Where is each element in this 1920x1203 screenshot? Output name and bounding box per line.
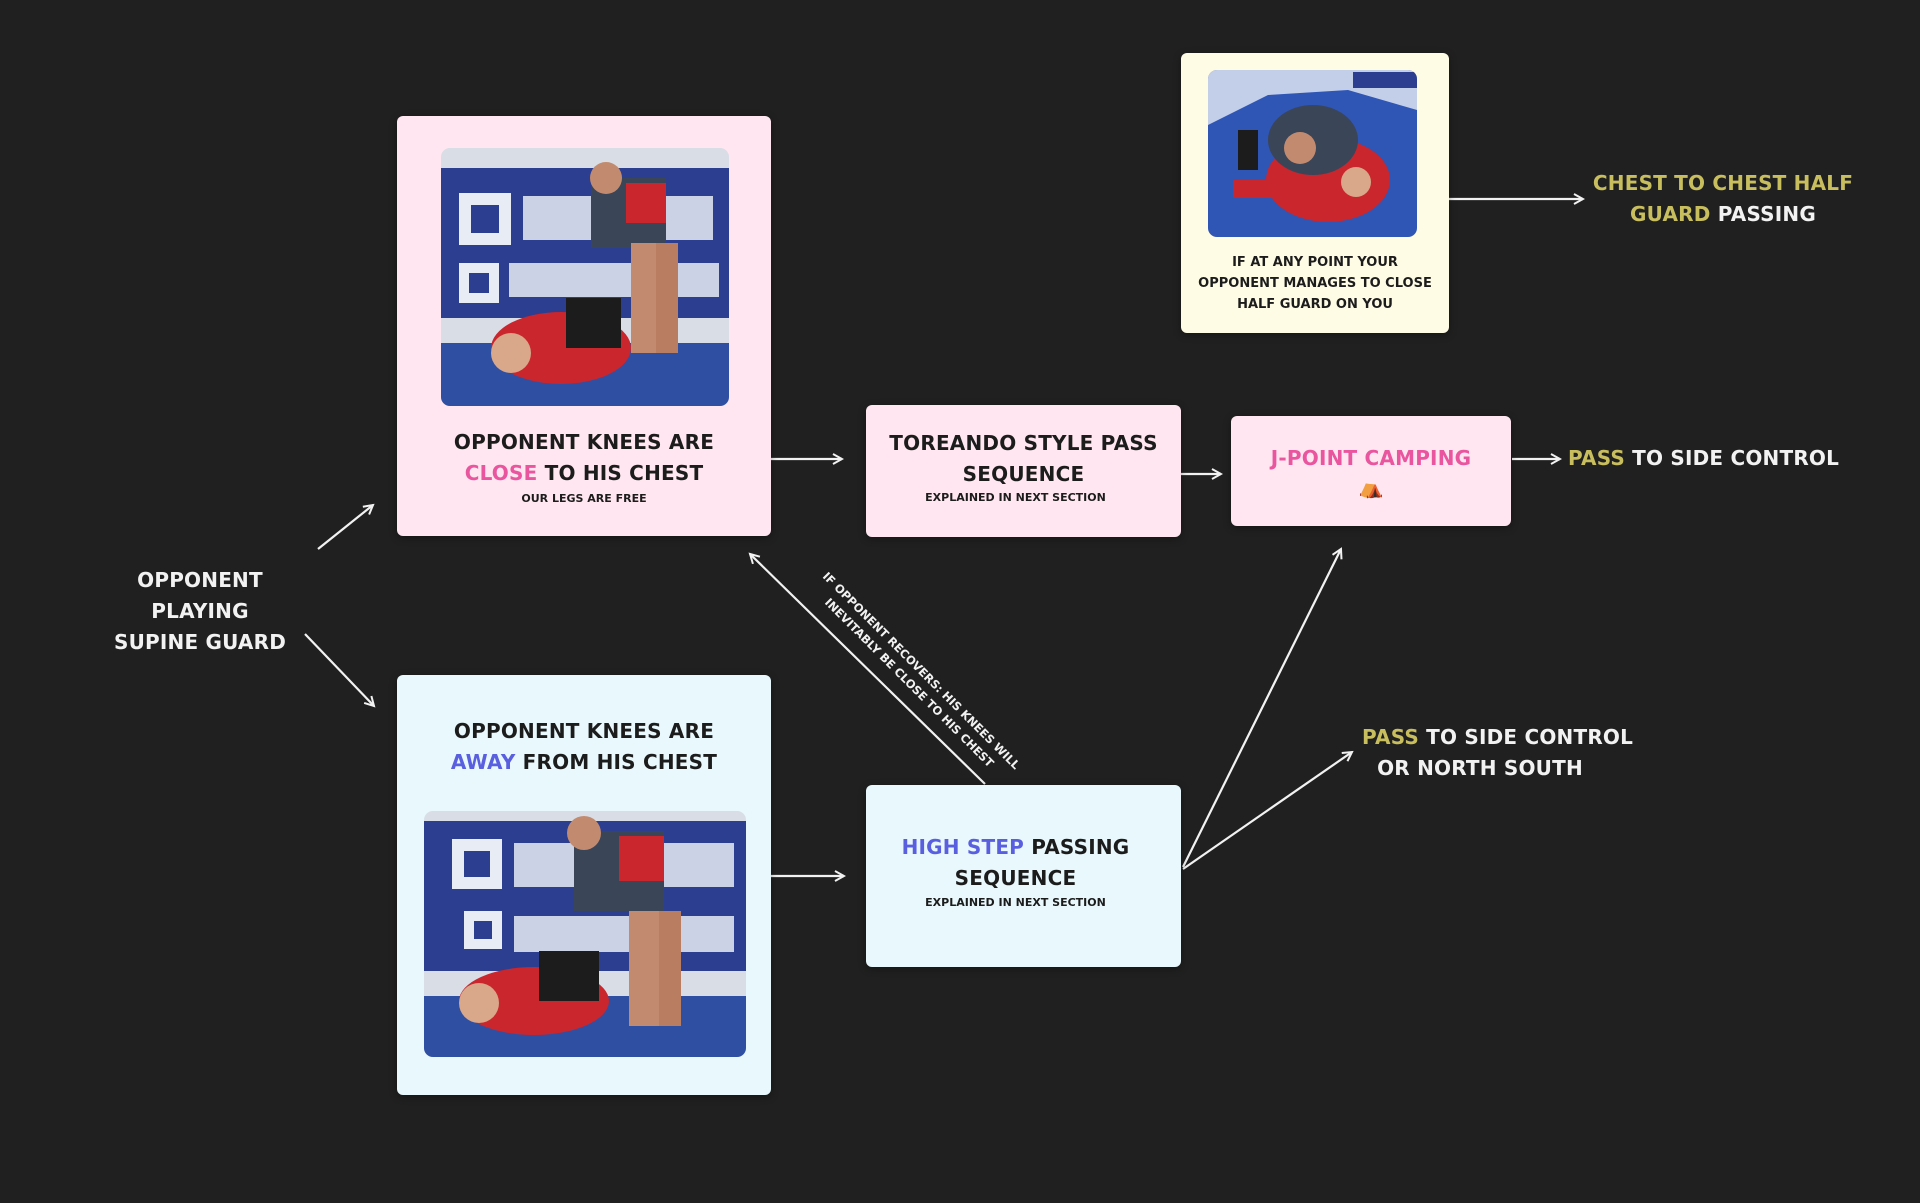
- high-step-highlight: HIGH STEP: [901, 835, 1025, 859]
- outcome-chest-rest: PASSING: [1710, 202, 1816, 226]
- start-line-1: OPPONENT PLAYING: [137, 568, 263, 623]
- outcome-ns-line-1: PASS TO SIDE CONTROL: [1362, 722, 1633, 753]
- close-rest: TO HIS CHEST: [537, 461, 704, 485]
- knees-close-photo: [441, 148, 729, 406]
- high-step-rest: PASSING: [1024, 835, 1130, 859]
- knees-away-line-2: AWAY FROM HIS CHEST: [397, 747, 771, 778]
- knees-close-title: OPPONENT KNEES ARE CLOSE TO HIS CHEST: [397, 427, 771, 489]
- away-highlight: AWAY: [450, 750, 516, 774]
- j-point-card[interactable]: J-POINT CAMPING ⛺: [1231, 416, 1511, 526]
- toreando-line-1: TOREANDO STYLE PASS: [889, 431, 1158, 455]
- knees-close-card[interactable]: OPPONENT KNEES ARE CLOSE TO HIS CHEST OU…: [397, 116, 771, 536]
- outcome-ns-rest: TO SIDE CONTROL: [1419, 725, 1634, 749]
- knees-away-line-1: OPPONENT KNEES ARE: [453, 719, 715, 743]
- arrow-highstep-to-side-ns: [1182, 752, 1352, 870]
- knees-close-line-1: OPPONENT KNEES ARE: [453, 430, 715, 454]
- outcome-chest-highlight-2: GUARD: [1630, 202, 1711, 226]
- knees-away-title: OPPONENT KNEES ARE AWAY FROM HIS CHEST: [397, 716, 771, 778]
- toreando-subtitle: EXPLAINED IN NEXT SECTION: [925, 491, 1106, 504]
- start-line-2: SUPINE GUARD: [113, 630, 287, 654]
- high-step-subtitle: EXPLAINED IN NEXT SECTION: [925, 896, 1106, 909]
- high-step-line-2: SEQUENCE: [954, 866, 1077, 890]
- away-rest: FROM HIS CHEST: [515, 750, 718, 774]
- outcome-chest-line-2: GUARD PASSING: [1590, 199, 1856, 230]
- high-step-title: HIGH STEP PASSING SEQUENCE: [850, 832, 1181, 894]
- half-guard-photo: [1208, 70, 1417, 237]
- outcome-side-north-south: PASS TO SIDE CONTROL OR NORTH SOUTH: [1362, 722, 1633, 784]
- close-highlight: CLOSE: [464, 461, 538, 485]
- toreando-line-2: SEQUENCE: [962, 462, 1085, 486]
- knees-close-subtitle: OUR LEGS ARE FREE: [521, 492, 647, 505]
- half-guard-text: IF AT ANY POINT YOUR OPPONENT MANAGES TO…: [1181, 252, 1449, 315]
- high-step-card[interactable]: HIGH STEP PASSING SEQUENCE EXPLAINED IN …: [866, 785, 1181, 967]
- high-step-line-1: HIGH STEP PASSING: [850, 832, 1181, 863]
- outcome-chest-line-1: CHEST TO CHEST HALF: [1592, 171, 1854, 195]
- knees-away-card[interactable]: OPPONENT KNEES ARE AWAY FROM HIS CHEST: [397, 675, 771, 1095]
- half-guard-card[interactable]: IF AT ANY POINT YOUR OPPONENT MANAGES TO…: [1181, 53, 1449, 333]
- outcome-side-rest: TO SIDE CONTROL: [1625, 446, 1840, 470]
- outcome-ns-line-2: OR NORTH SOUTH: [1377, 756, 1583, 780]
- arrow-highstep-to-jpoint: [1182, 549, 1341, 868]
- outcome-chest-to-chest: CHEST TO CHEST HALF GUARD PASSING: [1590, 168, 1856, 230]
- arrow-start-to-away: [304, 633, 374, 706]
- outcome-ns-highlight: PASS: [1362, 725, 1420, 749]
- j-point-title: J-POINT CAMPING: [1270, 446, 1472, 470]
- tent-icon: ⛺: [1358, 475, 1384, 499]
- toreando-card[interactable]: TOREANDO STYLE PASS SEQUENCE EXPLAINED I…: [866, 405, 1181, 537]
- knees-away-photo: [424, 811, 746, 1057]
- start-label: OPPONENT PLAYING SUPINE GUARD: [95, 565, 305, 658]
- toreando-title: TOREANDO STYLE PASS SEQUENCE: [866, 428, 1181, 490]
- arrow-start-to-close: [317, 505, 373, 550]
- half-guard-line-3: HALF GUARD ON YOU: [1237, 297, 1393, 312]
- half-guard-line-2: OPPONENT MANAGES TO CLOSE: [1198, 276, 1432, 291]
- half-guard-line-1: IF AT ANY POINT YOUR: [1232, 255, 1398, 270]
- arrow-highstep-recover-to-close: [750, 554, 986, 785]
- outcome-side-control: PASS TO SIDE CONTROL: [1568, 443, 1839, 474]
- outcome-side-highlight: PASS: [1568, 446, 1626, 470]
- knees-close-line-2: CLOSE TO HIS CHEST: [397, 458, 771, 489]
